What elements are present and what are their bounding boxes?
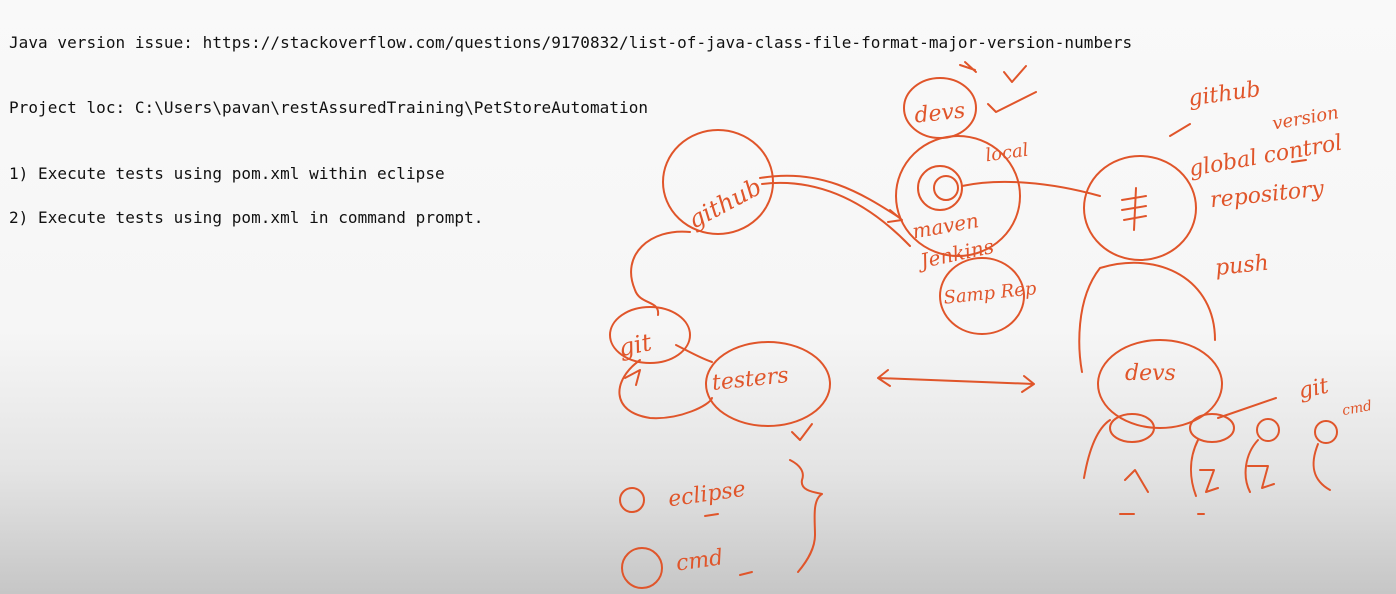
global-control-label: global control	[1187, 131, 1344, 183]
bidirectional-arrow	[877, 369, 1035, 393]
local-repo-circle-inner	[933, 175, 959, 201]
testers-bubble	[705, 341, 831, 427]
dev-figure-4	[1312, 443, 1331, 491]
git-label: git	[616, 328, 654, 362]
maven-label: maven	[910, 208, 980, 243]
global-control-underline	[1291, 159, 1307, 163]
dev-figure-3	[1244, 439, 1275, 493]
sample-report-bubble	[939, 257, 1025, 335]
dev-head-1	[1109, 413, 1155, 443]
left-cluster: github git testers eclipse cmd	[609, 129, 831, 589]
local-label: local	[984, 140, 1030, 167]
local-repo-circle	[917, 165, 963, 211]
git-cmd-label: git	[1296, 374, 1331, 405]
sample-report-label: Samp Rep	[943, 278, 1038, 309]
devs-team-bubble	[1097, 339, 1223, 429]
testers-label: testers	[711, 363, 790, 396]
project-location-text: Project loc: C:\Users\pavan\restAssuredT…	[9, 98, 649, 117]
devs-arrow	[959, 61, 977, 73]
github-to-local-arrow-1	[759, 174, 901, 219]
cmd-right-label: cmd	[1341, 398, 1373, 419]
remote-repo-bubble	[1083, 155, 1197, 261]
dev-head-4	[1314, 420, 1338, 444]
git-arrow-head	[624, 369, 641, 386]
local-bubble	[895, 135, 1021, 257]
github-remote-pointer	[1169, 123, 1191, 137]
devs-to-git-line	[1217, 397, 1277, 419]
push-loop-line	[1078, 261, 1216, 373]
dev-figure-2	[1190, 439, 1219, 515]
devs-tick-1	[1003, 65, 1027, 83]
github-to-local-arrow-head	[887, 209, 903, 223]
local-to-remote-line	[961, 180, 1101, 197]
eclipse-underline	[704, 513, 719, 517]
github-remote-label: github	[1187, 77, 1262, 112]
testers-tick	[791, 423, 813, 441]
cmd-number-circle	[621, 547, 663, 589]
devs-tick-2	[987, 91, 1037, 113]
dev-figure-1	[1083, 419, 1149, 515]
devs-label: devs	[913, 98, 966, 128]
repository-label: repository	[1209, 176, 1326, 213]
git-bubble	[609, 306, 691, 364]
github-bubble	[662, 129, 774, 235]
dev-head-3	[1256, 418, 1280, 442]
git-to-testers-line	[675, 344, 713, 363]
cmd-underline	[739, 571, 753, 576]
right-cluster: github version global control repository…	[1078, 77, 1373, 515]
version-label: version	[1271, 102, 1340, 134]
java-version-issue-text: Java version issue: https://stackoverflo…	[9, 33, 1133, 52]
github-to-local-arrow-2	[761, 181, 911, 247]
center-cluster: devs local maven Jenkins Samp Rep	[759, 61, 1101, 393]
eclipse-label: eclipse	[667, 477, 748, 513]
dev-head-2	[1189, 413, 1235, 443]
github-to-git-line	[630, 230, 691, 316]
push-label: push	[1214, 251, 1270, 281]
remote-repo-lines	[1121, 187, 1147, 231]
devs-bubble	[903, 77, 977, 139]
eclipse-number-circle	[619, 487, 645, 513]
devs-team-label: devs	[1125, 361, 1176, 386]
options-bracket	[789, 459, 823, 573]
jenkins-label: Jenkins	[914, 234, 996, 274]
step-1-text: 1) Execute tests using pom.xml within ec…	[9, 164, 445, 183]
step-2-text: 2) Execute tests using pom.xml in comman…	[9, 208, 484, 227]
github-label: github	[683, 173, 766, 235]
cmd-label: cmd	[675, 545, 725, 576]
git-loop-line	[618, 359, 713, 420]
